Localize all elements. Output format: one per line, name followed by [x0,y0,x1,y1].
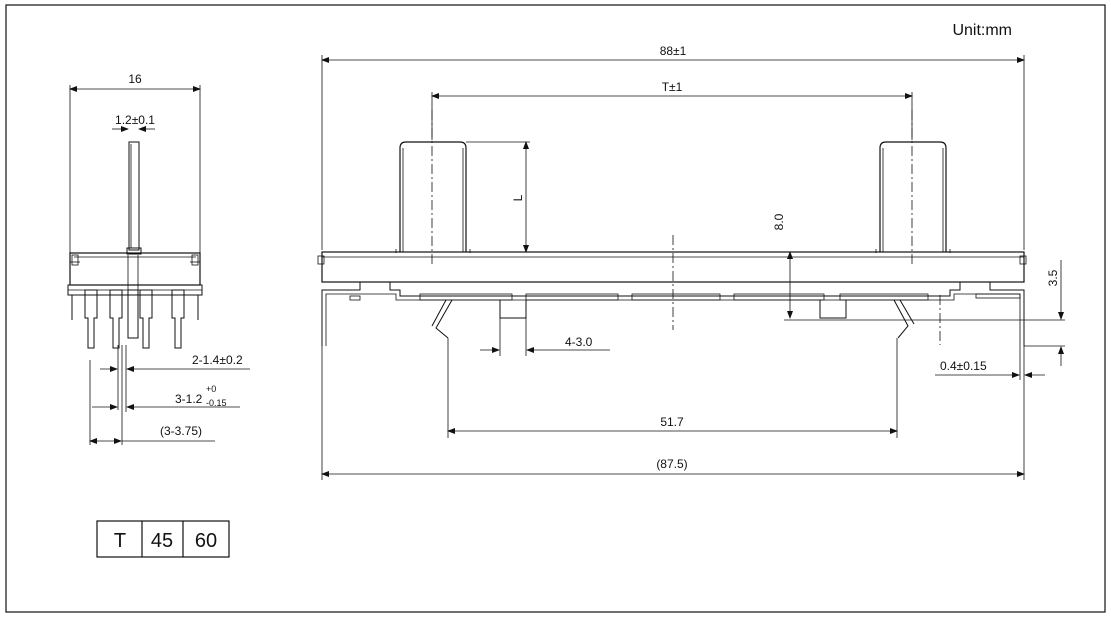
travel-table: T 45 60 [96,520,230,558]
slot-dim-label: 4-3.0 [565,335,593,349]
pin-thick-dim-sup: +0 [206,384,216,394]
unit-label: Unit:mm [952,22,1012,39]
width-dim-label: 16 [128,72,142,86]
travel-table-value: 45 [151,530,173,552]
bottom-length-dim-label: (87.5) [656,457,687,471]
overall-length-dim-label: 88±1 [660,44,687,58]
pin-thick-dim-label: 3-1.2 [175,392,203,406]
travel-dim-label: T±1 [662,80,683,94]
pin-pitch-dim-label: (3-3.75) [160,424,202,438]
frame-thick-dim-label: 0.4±0.15 [940,359,987,373]
mount-pitch-dim-label: 51.7 [660,415,684,429]
travel-table-value: 60 [195,530,217,552]
body-height-dim-label: 8.0 [772,213,786,230]
pin-width-dim-label: 2-1.4±0.2 [192,353,243,367]
lever-height-dim-label: L [511,194,525,201]
pin-thick-dim-sub: -0.15 [206,398,227,408]
front-view: 16 1.2±0.1 2-1.4±0.2 [67,72,250,445]
shaft-dim-label: 1.2±0.1 [115,113,155,127]
drawing-border [5,4,1106,613]
side-view: 88±1 T±1 L [317,44,1065,480]
travel-table-header: T [114,530,126,552]
terminal-height-dim-label: 3.5 [1046,269,1060,286]
